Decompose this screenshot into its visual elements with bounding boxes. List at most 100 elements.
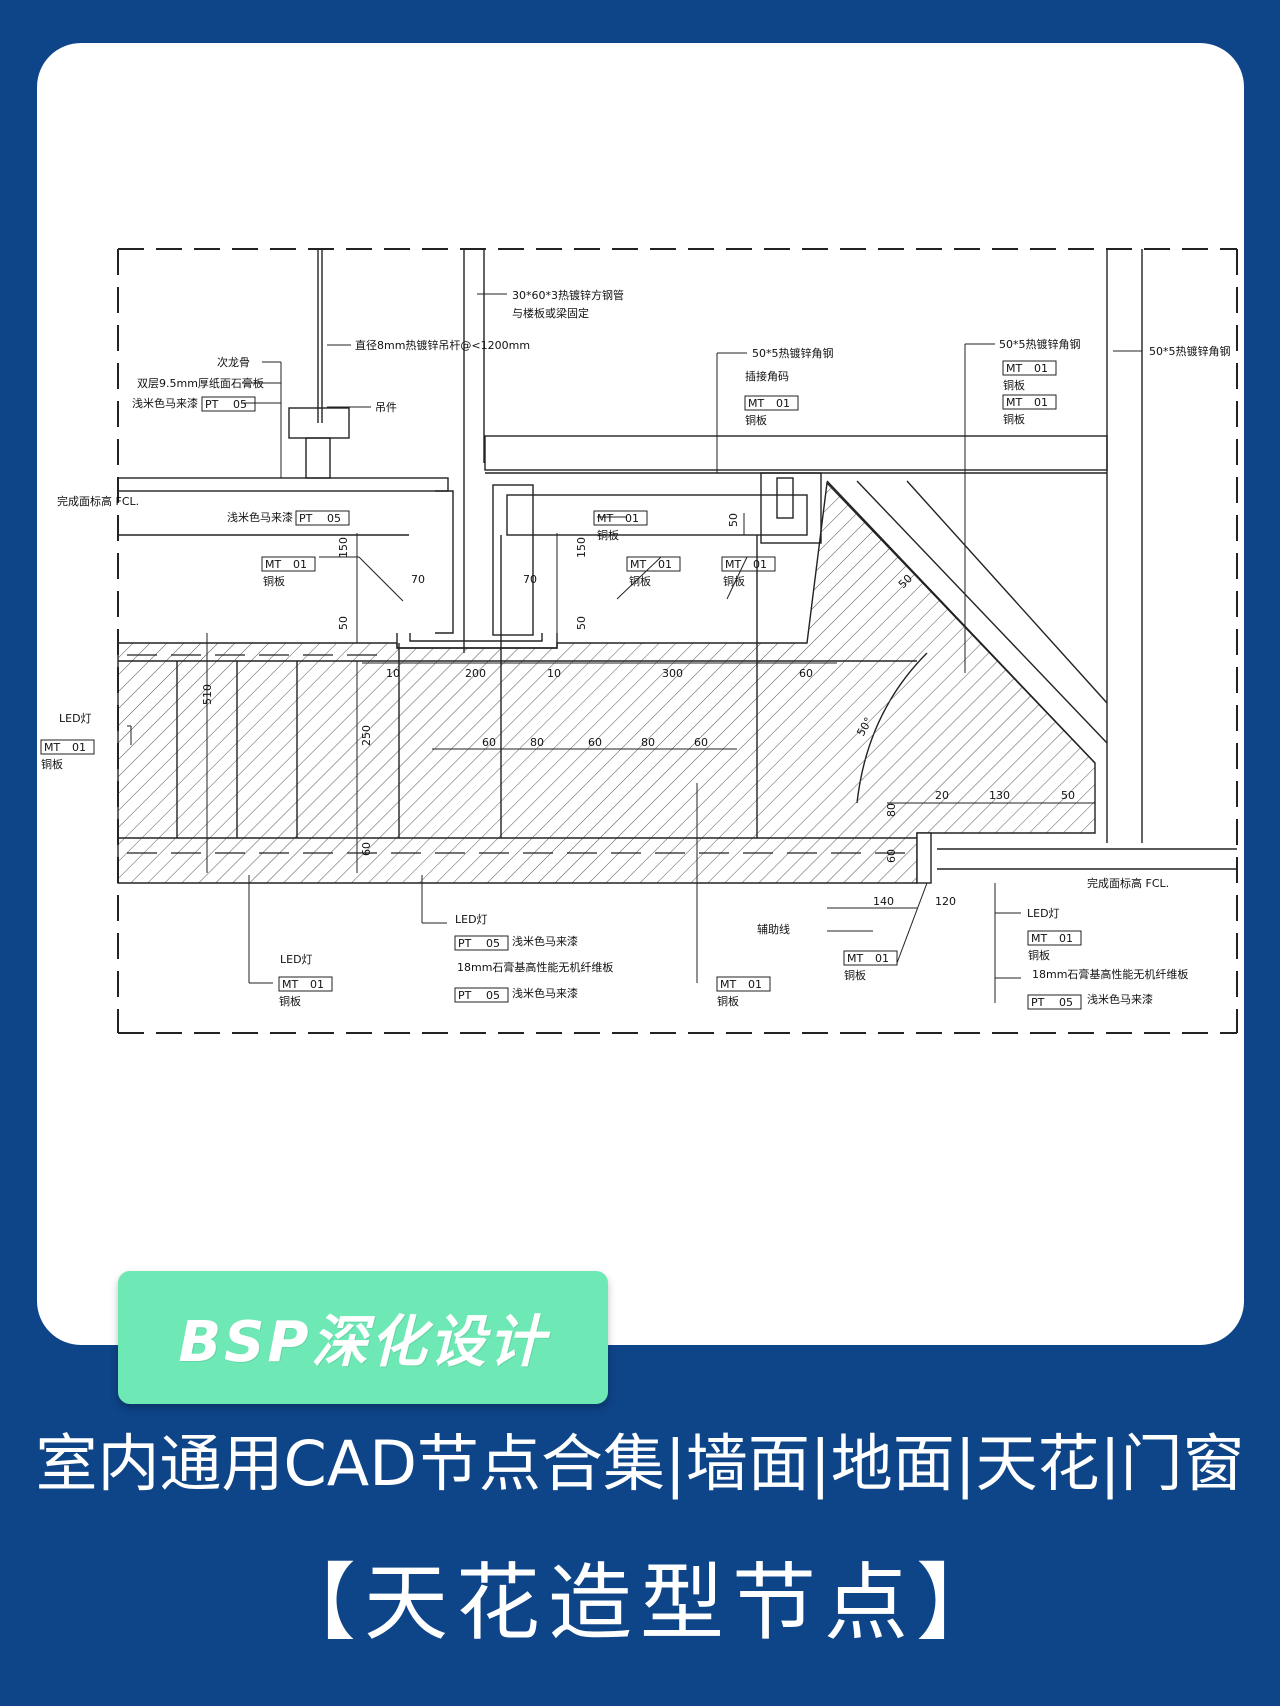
tag-pt-5: PT <box>1031 996 1045 1009</box>
tag-mt-3-no: 01 <box>658 558 672 571</box>
copper-labels: 铜板 铜板 铜板 铜板 铜板 铜板 铜板 铜板 铜板 铜板 铜板 铜板 <box>41 378 1050 1008</box>
tag-mt-3: MT <box>630 558 646 571</box>
material-tags <box>40 360 1082 1010</box>
label-tube-fix: 与楼板或梁固定 <box>512 306 589 320</box>
tag-mt-11: MT <box>847 952 863 965</box>
tag-mt-11-no: 01 <box>875 952 889 965</box>
dim-70a: 70 <box>411 573 425 586</box>
label-led-bottom-mid: LED灯 <box>455 913 488 926</box>
label-copper-1: 铜板 <box>263 574 285 588</box>
label-copper-6: 铜板 <box>1003 378 1025 392</box>
label-gypsum-double: 双层9.5mm厚纸面石膏板 <box>137 376 264 390</box>
brand-badge: BSP深化设计 <box>118 1271 608 1404</box>
dim-120: 120 <box>935 895 956 908</box>
tag-pt-2: PT <box>299 512 313 525</box>
tag-pt-4: PT <box>458 989 472 1002</box>
tag-mt-10-no: 01 <box>748 978 762 991</box>
label-angle-steel-1: 50*5热镀锌角钢 <box>752 346 834 360</box>
dim-60e: 60 <box>694 736 708 749</box>
structure-lines <box>117 249 1237 870</box>
label-paint-b1: 浅米色马来漆 <box>512 934 578 948</box>
dim-50b: 50 <box>575 616 588 630</box>
tag-mt-4-no: 01 <box>753 558 767 571</box>
tag-mt-5: MT <box>748 397 764 410</box>
dim-150a: 150 <box>337 537 350 558</box>
label-board-b2: 18mm石膏基高性能无机纤维板 <box>1032 967 1188 981</box>
tag-mt-6: MT <box>1006 362 1022 375</box>
dimension-lines <box>206 513 1095 909</box>
label-hanger: 吊件 <box>375 401 397 414</box>
dim-200: 200 <box>465 667 486 680</box>
tag-mt-7-no: 01 <box>1034 396 1048 409</box>
tag-pt-2-no: 05 <box>327 512 341 525</box>
drawing-frame <box>117 248 1238 1034</box>
dim-60b: 60 <box>360 842 373 856</box>
drawing-card: 30*60*3热镀锌方钢管 与楼板或梁固定 直径8mm热镀锌吊杆@<1200mm… <box>37 43 1244 1345</box>
dimension-numbers: 150 50 70 70 150 50 50 50 10 200 10 300 … <box>201 513 1075 908</box>
label-copper-7: 铜板 <box>1003 412 1025 426</box>
tag-mt-9: MT <box>282 978 298 991</box>
dim-10b: 10 <box>547 667 561 680</box>
tag-mt-1-no: 01 <box>293 558 307 571</box>
dim-10a: 10 <box>386 667 400 680</box>
dim-60d: 60 <box>588 736 602 749</box>
label-copper-8: 铜板 <box>41 757 63 771</box>
dim-50c: 50 <box>727 513 740 527</box>
dim-50a: 50 <box>337 616 350 630</box>
label-copper-3: 铜板 <box>629 574 651 588</box>
label-copper-9: 铜板 <box>279 994 301 1008</box>
tag-pt-5-no: 05 <box>1059 996 1073 1009</box>
tag-mt-2: MT <box>597 512 613 525</box>
label-copper-2: 铜板 <box>597 528 619 542</box>
leader-lines <box>127 293 1142 1003</box>
tag-mt-4: MT <box>725 558 741 571</box>
dim-70b: 70 <box>523 573 537 586</box>
label-board-b1: 18mm石膏基高性能无机纤维板 <box>457 960 613 974</box>
label-steel-tube: 30*60*3热镀锌方钢管 <box>512 288 624 302</box>
dim-20: 20 <box>935 789 949 802</box>
dim-60f: 60 <box>885 849 898 863</box>
label-led-bottom-right: LED灯 <box>1027 907 1060 920</box>
label-angle-steel-3: 50*5热镀锌角钢 <box>1149 344 1231 358</box>
page-subtitle: 室内通用CAD节点合集|墙面|地面|天花|门窗 <box>35 1427 1245 1500</box>
label-copper-10: 铜板 <box>717 994 739 1008</box>
tag-mt-12: MT <box>1031 932 1047 945</box>
hatched-body <box>117 481 1096 884</box>
dim-80a: 80 <box>530 736 544 749</box>
label-copper-12: 铜板 <box>1028 948 1050 962</box>
dim-60c: 60 <box>482 736 496 749</box>
label-paint-b2: 浅米色马来漆 <box>512 986 578 1000</box>
tag-pt-3: PT <box>458 937 472 950</box>
dim-250: 250 <box>360 725 373 746</box>
tag-mt-8-no: 01 <box>72 741 86 754</box>
label-secondary-keel: 次龙骨 <box>217 355 250 369</box>
label-angle-steel-2: 50*5热镀锌角钢 <box>999 337 1081 351</box>
label-aux-line: 辅助线 <box>757 922 790 936</box>
tag-mt-8: MT <box>44 741 60 754</box>
label-copper-11: 铜板 <box>844 968 866 982</box>
tag-mt-1: MT <box>265 558 281 571</box>
dim-140: 140 <box>873 895 894 908</box>
label-copper-5: 铜板 <box>745 413 767 427</box>
dim-60a: 60 <box>799 667 813 680</box>
label-copper-4: 铜板 <box>723 574 745 588</box>
dim-80b: 80 <box>641 736 655 749</box>
label-fcl-left: 完成面标高 FCL. <box>57 494 139 508</box>
dim-510: 510 <box>201 684 214 705</box>
page-title: 【天花造型节点】 <box>271 1554 1008 1652</box>
tag-pt-1-no: 05 <box>233 398 247 411</box>
tag-mt-10: MT <box>720 978 736 991</box>
tag-mt-9-no: 01 <box>310 978 324 991</box>
cad-ceiling-node-drawing: 30*60*3热镀锌方钢管 与楼板或梁固定 直径8mm热镀锌吊杆@<1200mm… <box>40 248 1238 1034</box>
label-paint-top: 浅米色马来漆 <box>132 396 198 410</box>
label-fcl-right: 完成面标高 FCL. <box>1087 876 1169 890</box>
tag-mt-5-no: 01 <box>776 397 790 410</box>
tag-mt-12-no: 01 <box>1059 932 1073 945</box>
label-hanger-rod: 直径8mm热镀锌吊杆@<1200mm <box>355 338 530 352</box>
tag-pt-1: PT <box>205 398 219 411</box>
tag-pt-3-no: 05 <box>486 937 500 950</box>
dim-150b: 150 <box>575 537 588 558</box>
label-paint-b3: 浅米色马来漆 <box>1087 992 1153 1006</box>
dim-130: 130 <box>989 789 1010 802</box>
annotation-labels: 30*60*3热镀锌方钢管 与楼板或梁固定 直径8mm热镀锌吊杆@<1200mm… <box>57 288 1231 1006</box>
